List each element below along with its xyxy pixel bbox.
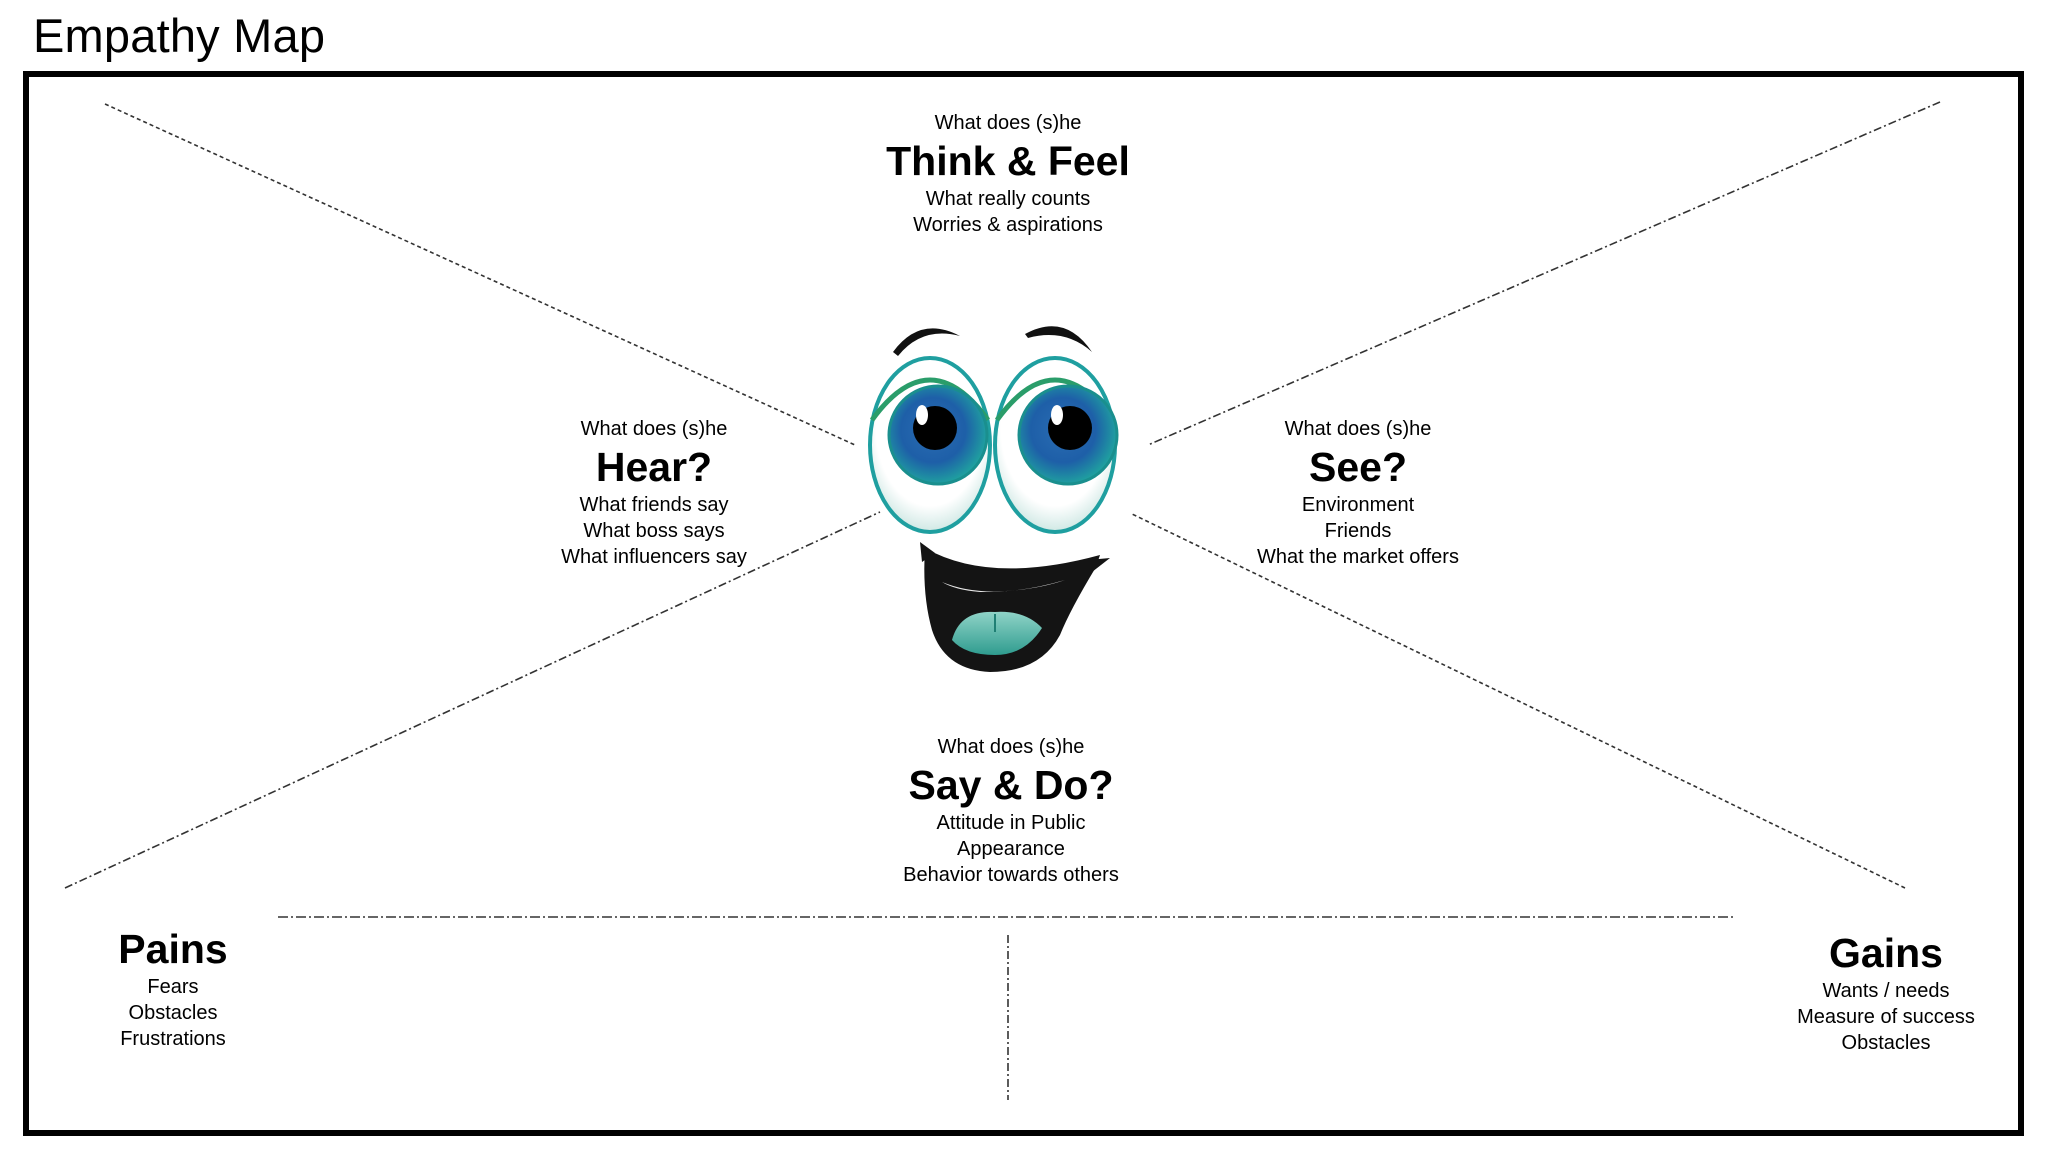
gains-section: Gains Wants / needs Measure of success O… <box>1797 928 1975 1056</box>
hear-heading: Hear? <box>595 444 713 490</box>
hear-line: What boss says <box>583 520 725 542</box>
gains-line: Measure of success <box>1797 1006 1975 1028</box>
right-eye <box>993 356 1119 534</box>
hear-section: What does (s)he Hear? What friends say W… <box>561 416 747 570</box>
left-eye <box>868 356 992 534</box>
gains-heading: Gains <box>1829 930 1943 976</box>
see-line: Environment <box>1301 494 1415 516</box>
gains-line: Obstacles <box>1841 1032 1931 1054</box>
hear-intro: What does (s)he <box>580 418 728 440</box>
divider-top-left <box>104 103 856 446</box>
divider-bottom-right <box>1129 512 1906 889</box>
see-section: What does (s)he See? Environment Friends… <box>1257 416 1459 570</box>
smiling-mouth <box>920 542 1110 672</box>
pains-line: Frustrations <box>120 1028 226 1050</box>
think-feel-heading: Think & Feel <box>886 138 1130 184</box>
pains-section: Pains Fears Obstacles Frustrations <box>118 924 227 1052</box>
see-intro: What does (s)he <box>1284 418 1432 440</box>
right-eyebrow <box>1025 326 1092 352</box>
think-feel-intro: What does (s)he <box>934 112 1082 134</box>
divider-bottom-left <box>64 511 881 889</box>
think-feel-line: What really counts <box>925 188 1091 210</box>
say-do-heading: Say & Do? <box>908 762 1114 808</box>
map-frame <box>23 71 2024 1136</box>
say-do-line: Attitude in Public <box>936 812 1086 834</box>
cartoon-face-icon <box>868 326 1119 672</box>
think-feel-line: Worries & aspirations <box>913 214 1103 236</box>
say-do-line: Appearance <box>957 838 1065 860</box>
divider-top-right <box>1147 101 1941 446</box>
say-do-intro: What does (s)he <box>937 736 1085 758</box>
see-heading: See? <box>1309 444 1407 490</box>
say-do-section: What does (s)he Say & Do? Attitude in Pu… <box>903 734 1119 888</box>
page-title: Empathy Map <box>33 9 326 62</box>
think-feel-section: What does (s)he Think & Feel What really… <box>886 110 1130 238</box>
left-eyebrow <box>893 328 960 356</box>
gains-line: Wants / needs <box>1822 980 1950 1002</box>
see-line: What the market offers <box>1257 546 1459 568</box>
pains-line: Fears <box>147 976 199 998</box>
say-do-line: Behavior towards others <box>903 864 1119 886</box>
hear-line: What influencers say <box>561 546 747 568</box>
see-line: Friends <box>1324 520 1392 542</box>
pains-line: Obstacles <box>128 1002 218 1024</box>
pains-heading: Pains <box>118 926 228 972</box>
hear-line: What friends say <box>579 494 729 516</box>
